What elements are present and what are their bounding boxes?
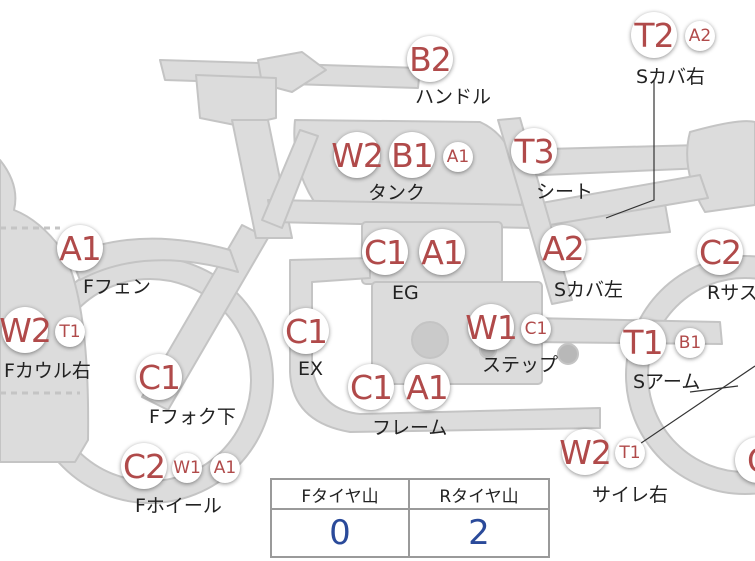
part-label-step: ステップ <box>482 354 559 376</box>
damage-code-badge: C1 <box>348 364 394 410</box>
damage-code-badge: C2 <box>697 229 743 275</box>
damage-code-badge: C1 <box>362 229 408 275</box>
damage-code-badge: A1 <box>419 229 465 275</box>
damage-code-badge: A1 <box>404 364 450 410</box>
part-label-handle: ハンドル <box>415 86 492 108</box>
table-header-rear-tire: Rタイヤ山 <box>410 480 548 510</box>
damage-code-badge: C1 <box>283 308 329 354</box>
damage-code-badge: C <box>735 437 755 483</box>
damage-code-badge: W1 <box>172 453 202 483</box>
damage-code-badge: W2 <box>0 307 52 353</box>
damage-code-badge: W1 <box>465 304 518 350</box>
damage-code-badge: T1 <box>55 317 85 347</box>
part-label-frame: フレーム <box>372 417 448 439</box>
part-label-s-cover-left: Sカバ左 <box>554 279 624 301</box>
damage-code-badge: B1 <box>675 328 705 358</box>
damage-code-badge: T2 <box>631 12 677 58</box>
table-header-front-tire: Fタイヤ山 <box>272 480 410 510</box>
damage-code-badge: T1 <box>615 438 645 468</box>
part-label-tank: タンク <box>368 182 426 204</box>
damage-code-badge: C1 <box>136 354 182 400</box>
part-label-ex: EX <box>298 358 324 380</box>
damage-code-badge: T3 <box>511 128 557 174</box>
part-label-eg: EG <box>392 282 419 304</box>
part-label-f-cowl-right: Fカウル右 <box>4 360 91 382</box>
rear-tire-value: 2 <box>468 513 490 553</box>
part-label-f-wheel: Fホイール <box>135 495 222 517</box>
damage-code-badge: A1 <box>210 453 240 483</box>
part-label-s-arm: Sアーム <box>633 371 701 393</box>
damage-code-badge: A2 <box>540 225 586 271</box>
tire-tread-table: Fタイヤ山 Rタイヤ山 0 2 <box>270 478 550 558</box>
damage-code-badge: W2 <box>559 429 612 475</box>
part-label-silencer-right: サイレ右 <box>592 484 669 506</box>
part-label-f-fork-lower: Fフォク下 <box>149 406 236 428</box>
part-label-s-cover-right: Sカバ右 <box>636 66 706 88</box>
damage-code-badge: B2 <box>407 36 453 82</box>
damage-code-badge: B1 <box>389 132 435 178</box>
part-label-r-suspension: Rサス <box>707 282 755 304</box>
damage-code-badge: C1 <box>521 314 551 344</box>
damage-code-badge: A1 <box>443 142 473 172</box>
damage-code-badge: T1 <box>620 319 666 365</box>
damage-code-badge: W2 <box>331 132 384 178</box>
damage-code-badge: C2 <box>121 443 167 489</box>
part-label-seat: シート <box>536 181 594 203</box>
damage-code-badge: A2 <box>685 21 715 51</box>
front-tire-value: 0 <box>272 510 410 556</box>
part-label-f-fender: Fフェン <box>83 276 151 298</box>
damage-code-badge: A1 <box>57 225 103 271</box>
